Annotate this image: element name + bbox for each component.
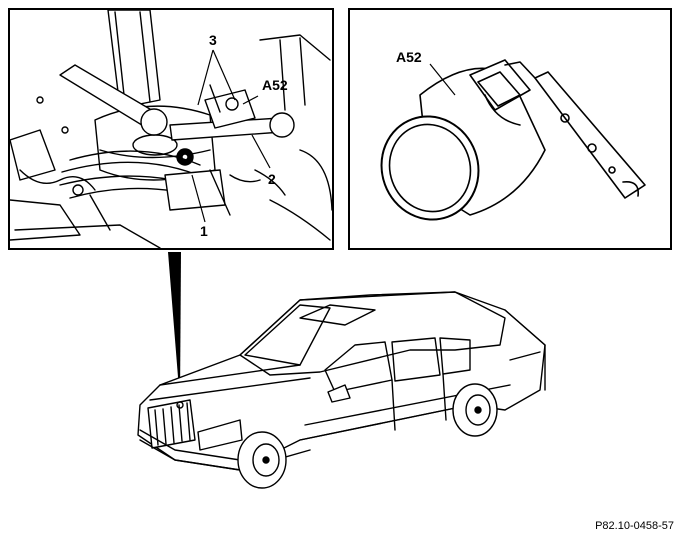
detail-panel-right: A52 — [348, 8, 672, 250]
vehicle-illustration — [137, 291, 546, 489]
callout-1: 1 — [200, 223, 208, 239]
callout-3: 3 — [209, 32, 217, 48]
component-label-a52: A52 — [262, 77, 288, 93]
component-label-a52-right: A52 — [396, 49, 422, 65]
location-pointer — [168, 252, 181, 402]
detail-panel-left: 3 A52 2 1 — [8, 8, 334, 250]
callout-2: 2 — [268, 171, 276, 187]
figure-reference-code: P82.10-0458-57 — [595, 520, 674, 532]
